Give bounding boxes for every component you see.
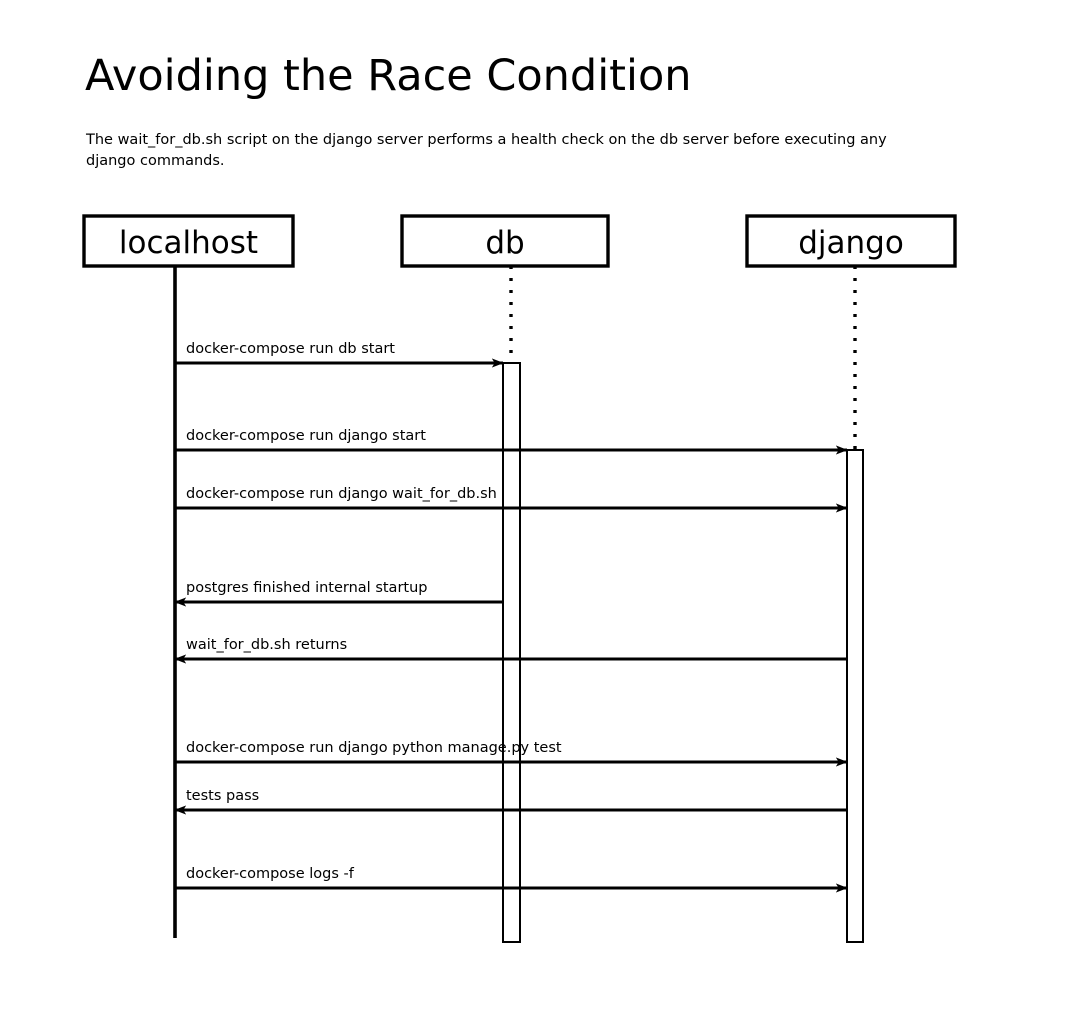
participant-label-db: db [485,225,524,261]
message-3: docker-compose run django wait_for_db.sh [175,486,848,513]
messages-group: docker-compose run db start docker-compos… [174,341,848,893]
message-label: tests pass [186,788,259,804]
message-6: docker-compose run django python manage.… [175,740,848,767]
participant-box-db[interactable] [400,214,610,268]
participant-label-django: django [798,225,904,261]
message-label: wait_for_db.sh returns [186,637,347,653]
message-label: docker-compose run django start [186,428,426,444]
message-label: docker-compose run db start [186,341,395,357]
message-8: docker-compose logs -f [175,866,848,893]
message-4: postgres finished internal startup [174,580,503,607]
message-label: docker-compose logs -f [186,866,355,882]
message-5: wait_for_db.sh returns [174,637,847,664]
message-label: docker-compose run django wait_for_db.sh [186,486,497,502]
page-description: The wait_for_db.sh script on the django … [86,132,887,170]
message-2: docker-compose run django start [175,428,848,455]
participant-box-django[interactable] [745,214,957,268]
participant-boxes-group: localhost db django [82,214,957,268]
message-1: docker-compose run db start [175,341,504,368]
message-7: tests pass [174,788,847,815]
message-label: postgres finished internal startup [186,580,428,596]
message-label: docker-compose run django python manage.… [186,740,562,756]
participant-box-localhost[interactable] [82,214,295,268]
participant-label-localhost: localhost [119,225,258,261]
activation-bar-django [846,449,864,943]
page-title: Avoiding the Race Condition [85,51,692,101]
